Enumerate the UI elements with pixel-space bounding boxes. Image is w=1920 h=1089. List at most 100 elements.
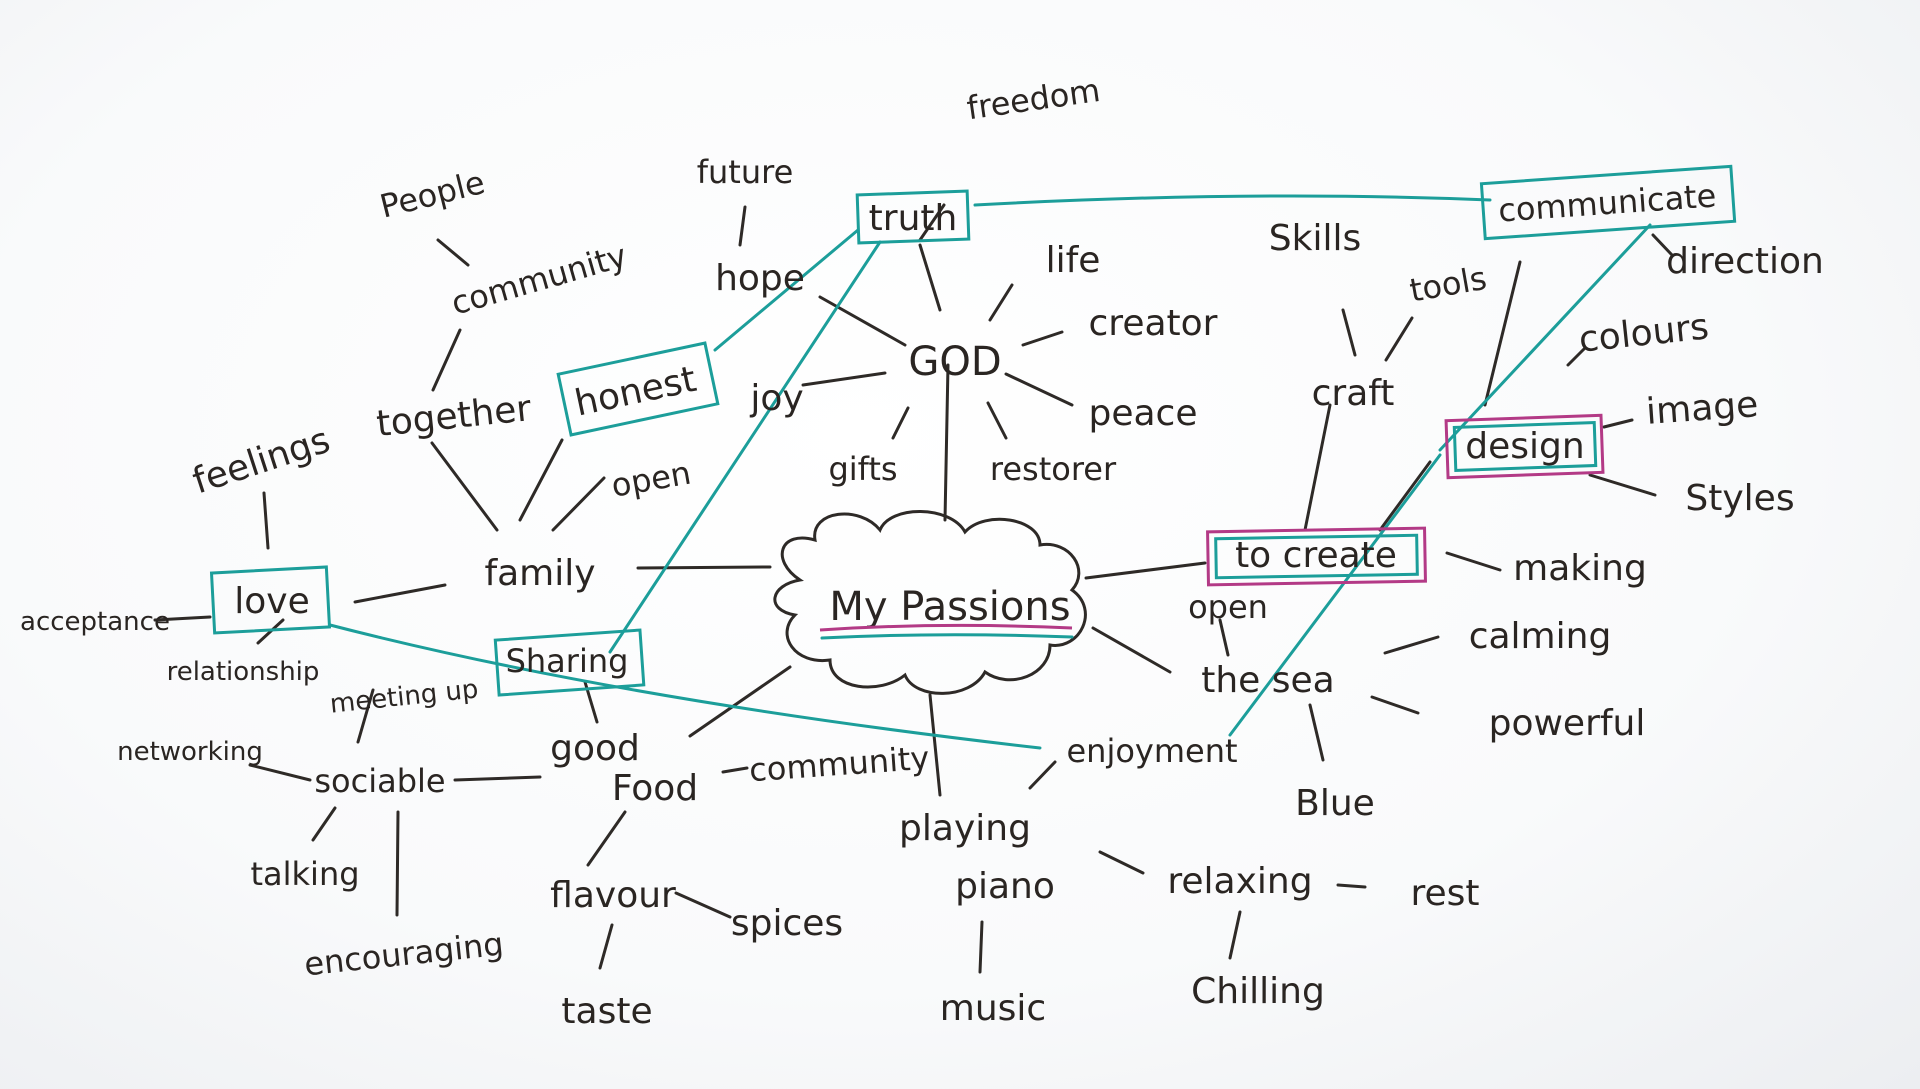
line-feelings-love [264,493,268,548]
word-family: family [484,553,595,594]
word-taste: taste [561,991,652,1032]
line-passions-create [1086,563,1205,578]
word-relaxing: relaxing [1167,861,1312,902]
line-together-family [432,443,497,530]
line-sociable-good [455,777,540,780]
word-piano: piano [955,866,1055,907]
line-food-community [723,768,747,772]
line-skills-craft [1343,310,1355,355]
word-enjoyment: enjoyment [1066,732,1237,770]
line-passions-sea [1093,628,1170,672]
line-food-flavour [588,812,625,865]
word-music: music [940,988,1046,1029]
word-chilling: Chilling [1191,971,1325,1012]
word-craft: craft [1312,373,1395,414]
line-joy-god [803,373,885,385]
word-communicate: communicate [1497,176,1718,229]
line-life-god [990,285,1012,320]
word-meeting-up: meeting up [329,674,480,719]
line-flavour-taste [600,925,612,968]
line-family-passions [638,567,770,568]
line-god-passions [945,365,948,520]
line-future-hope [740,207,745,245]
word-powerful: powerful [1489,703,1646,744]
word-community-top: community [447,236,631,322]
line-love-family [355,585,445,602]
word-freedom: freedom [964,71,1102,127]
word-playing: playing [899,808,1031,849]
word-design: design [1465,426,1584,467]
word-food: Food [612,768,698,809]
word-gifts: gifts [828,450,897,488]
word-restorer: restorer [990,450,1117,488]
line-honest-family [520,440,562,520]
word-styles: Styles [1685,478,1794,519]
line-hope-god [820,297,905,345]
word-talking: talking [250,855,359,893]
word-open-right: open [1188,588,1268,626]
word-networking: networking [117,737,263,767]
word-god: GOD [908,339,1001,385]
word-making: making [1513,548,1647,589]
line-design-create [1380,462,1430,530]
line-create-making [1447,553,1500,570]
word-encouraging: encouraging [302,925,505,984]
line-open-family [553,478,604,530]
line-sea-blue [1310,705,1323,760]
title-underline-teal [822,635,1072,638]
word-rest: rest [1410,873,1479,914]
line-relaxing-chilling [1230,912,1240,958]
word-image: image [1645,384,1760,433]
word-to-create: to create [1235,535,1397,576]
word-sharing: Sharing [506,642,629,680]
word-open-left: open [608,454,693,505]
line-relaxing-rest [1338,885,1365,887]
word-calming: calming [1469,616,1612,657]
word-acceptance: acceptance [20,607,170,637]
word-direction: direction [1666,241,1824,282]
line-truth-god [920,245,940,310]
word-sociable: sociable [314,762,445,800]
word-colours: colours [1577,306,1711,360]
line-gifts-god [893,408,908,438]
word-hope: hope [715,258,805,299]
line-sea-powerful [1372,697,1418,713]
line-design-styles [1590,475,1655,495]
word-peace: peace [1088,393,1197,434]
teal-truth-communicate [975,196,1490,205]
line-flavour-spices [676,893,730,917]
word-spices: spices [731,903,843,944]
word-community-food: community [748,739,931,789]
word-feelings: feelings [188,420,335,503]
central-cloud: My Passions [775,511,1086,693]
word-relationship: relationship [167,657,320,687]
word-good: good [550,728,640,769]
line-tools-craft [1386,318,1412,360]
line-sea-calming [1385,637,1438,653]
line-piano-music [980,922,982,972]
word-tools: tools [1407,259,1490,310]
word-truth: truth [869,198,958,239]
line-peace-god [1006,374,1072,405]
line-craft-create [1305,405,1330,530]
words: freedom future truth communicate People … [20,71,1824,1032]
word-together: together [375,388,534,445]
word-creator: creator [1089,303,1218,344]
line-networking-sociable [250,765,310,780]
line-playing-relaxing [1100,852,1143,873]
word-skills: Skills [1269,218,1361,259]
word-flavour: flavour [550,875,676,916]
word-future: future [697,153,794,191]
word-the-sea: the sea [1201,660,1335,701]
line-community-together [433,330,460,390]
word-people: People [376,163,488,226]
center-title: My Passions [829,584,1070,630]
word-life: life [1046,240,1101,281]
word-joy: joy [749,378,803,419]
line-sociable-talking [313,808,335,840]
line-people-community [438,240,468,265]
line-sociable-encouraging [397,812,398,915]
word-love: love [234,581,309,622]
